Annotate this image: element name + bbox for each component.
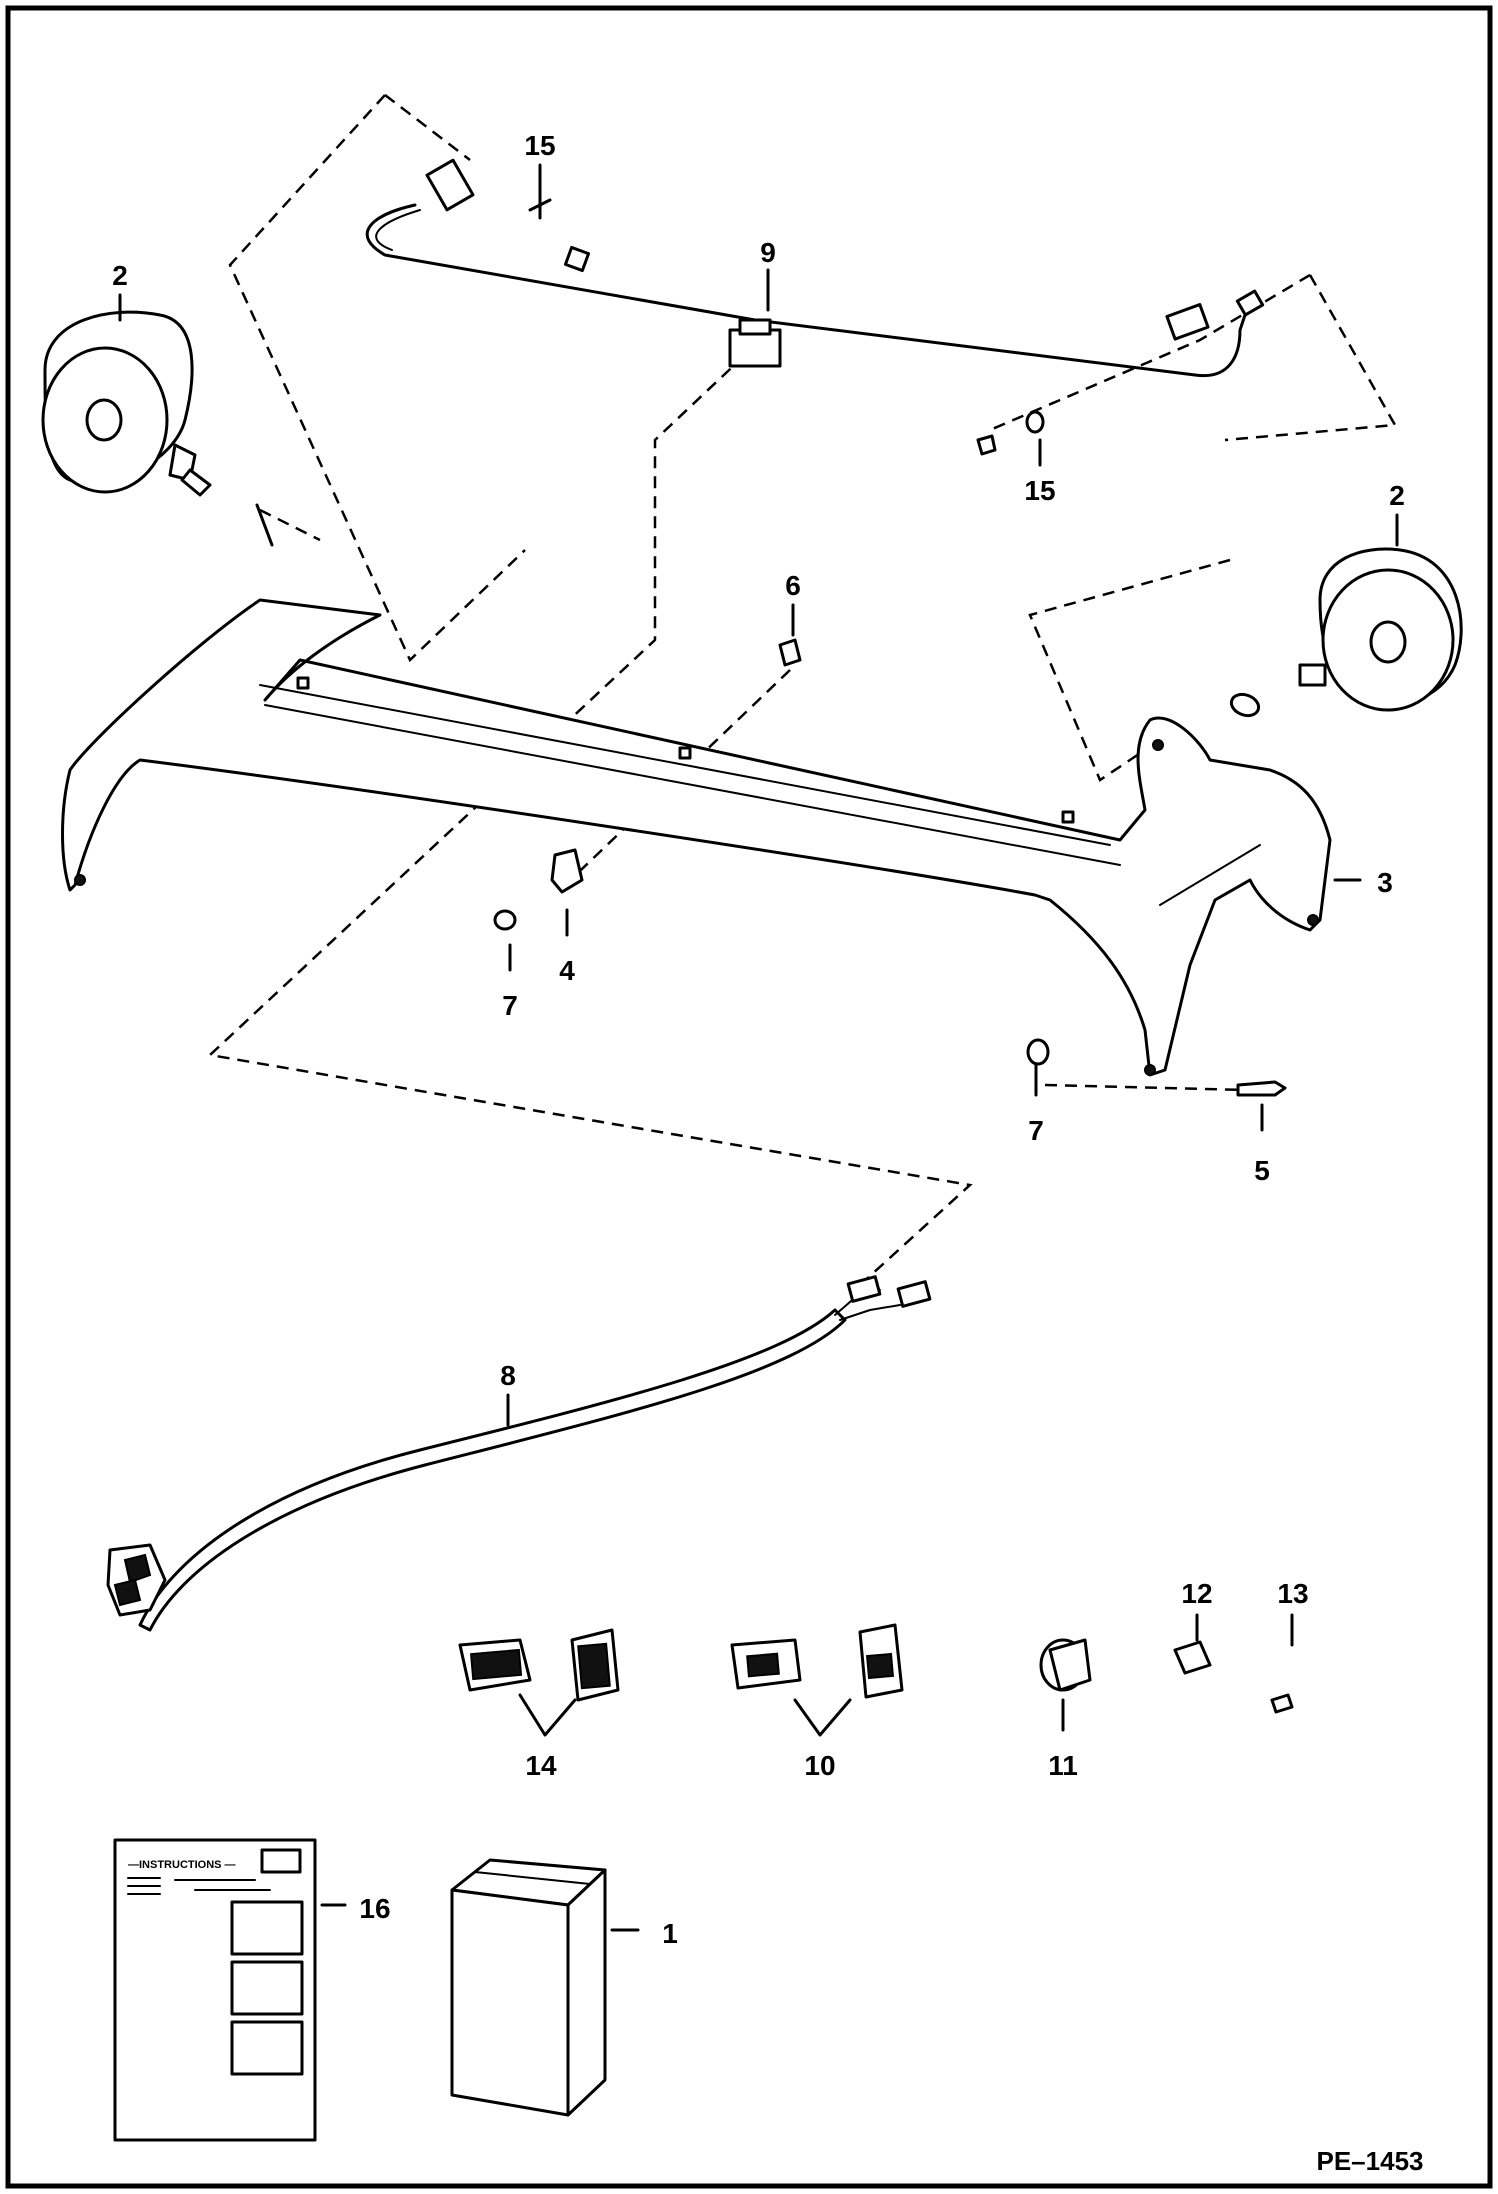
leader-lines	[118, 163, 1399, 1932]
callout-13: 13	[1277, 1578, 1308, 1609]
buzzer-11	[1039, 1638, 1092, 1692]
callout-3: 3	[1377, 867, 1393, 898]
callout-7-right: 7	[1028, 1115, 1044, 1146]
callout-1: 1	[662, 1918, 678, 1949]
callout-9: 9	[760, 237, 776, 268]
instructions-sheet-16: —INSTRUCTIONS —	[113, 1838, 317, 2142]
hardware	[493, 638, 1287, 1097]
callout-16: 16	[359, 1893, 390, 1924]
callout-15-right: 15	[1024, 475, 1055, 506]
part-12	[1173, 1640, 1212, 1675]
callout-6: 6	[785, 570, 801, 601]
parts-box-1	[450, 1858, 607, 2117]
harness-terminal-top	[563, 245, 591, 273]
harness-connector-15-top	[425, 158, 475, 212]
rocker-switches-14	[458, 1628, 620, 1702]
callout-7-left: 7	[502, 990, 518, 1021]
washer-15	[1025, 410, 1045, 434]
terminal-13	[1270, 1693, 1294, 1714]
nut-15	[976, 434, 997, 456]
drawing-code: PE–1453	[1317, 2146, 1424, 2176]
light-bracket	[61, 598, 1332, 1077]
callout-12: 12	[1181, 1578, 1212, 1609]
nut-7-right	[1026, 1038, 1050, 1066]
bolt-6	[778, 638, 802, 667]
callout-numbers: 15 2 9 15 2 6 3 7 4 7 5 8 12 13 14 10 11 16 1	[112, 130, 1405, 1949]
callout-2-right: 2	[1389, 480, 1405, 511]
dashed-guide-lines	[207, 94, 1398, 1286]
callout-15-top: 15	[524, 130, 555, 161]
rocker-switches-10	[730, 1623, 904, 1699]
callout-4: 4	[559, 955, 575, 986]
bolt-5	[1236, 1080, 1287, 1097]
work-light-right	[1229, 547, 1463, 718]
callout-2-left: 2	[112, 260, 128, 291]
callout-14: 14	[525, 1750, 557, 1781]
upper-wiring-harness	[365, 158, 1265, 456]
left-light-washer	[255, 503, 274, 547]
harness-connector-15-right	[1165, 303, 1210, 341]
instructions-heading: —INSTRUCTIONS —	[128, 1859, 236, 1871]
drawing-border	[5, 5, 1493, 2189]
right-light-washer	[1229, 692, 1261, 718]
callout-10: 10	[804, 1750, 835, 1781]
callout-11: 11	[1048, 1750, 1078, 1781]
nut-7-left	[493, 909, 517, 931]
lower-wiring-harness	[106, 1275, 932, 1632]
work-light-left	[41, 310, 274, 547]
clamp-4	[550, 848, 584, 894]
callout-8: 8	[500, 1360, 516, 1391]
callout-5: 5	[1254, 1155, 1270, 1186]
